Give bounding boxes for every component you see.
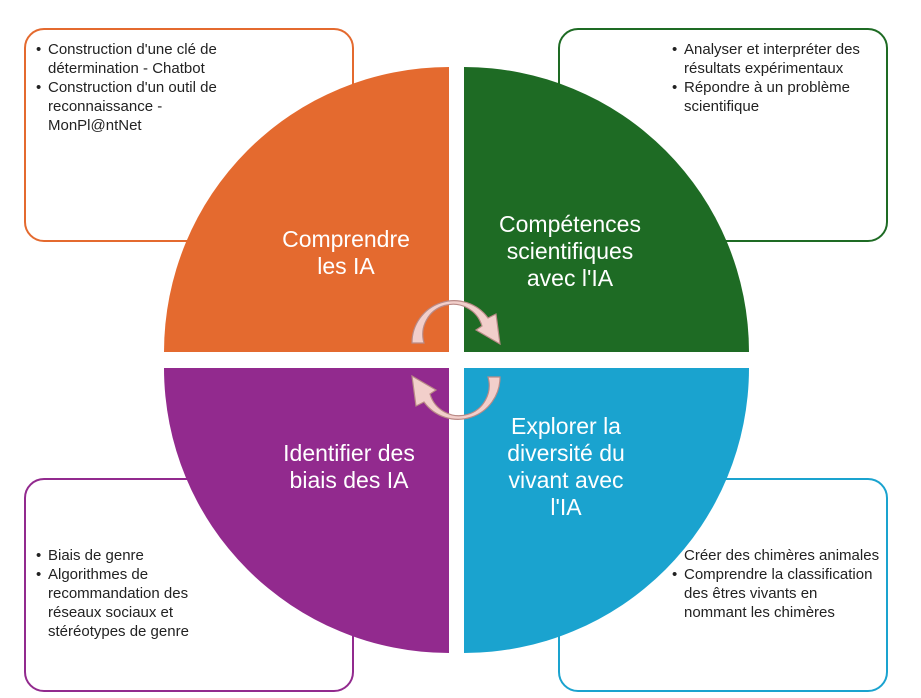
bottom-left-bullet-list: Biais de genre Algorithmes de recommanda… [36, 546, 236, 641]
quadrant-label-bottom-right: Explorer la diversité du vivant avec l'I… [507, 413, 625, 520]
bullet-item: Analyser et interpréter des résultats ex… [672, 40, 882, 78]
top-right-bullet-list: Analyser et interpréter des résultats ex… [672, 40, 882, 116]
bullet-item: Comprendre la classification des êtres v… [672, 565, 882, 622]
cycle-arrow-top-icon [411, 300, 501, 346]
bullet-item: Construction d'un outil de reconnaissanc… [36, 78, 236, 135]
bullet-item: Algorithmes de recommandation des réseau… [36, 565, 236, 641]
cycle-arrows [411, 300, 501, 420]
top-left-bullet-list: Construction d'une clé de détermination … [36, 40, 236, 135]
quadrant-top-left [164, 67, 449, 352]
cycle-arrow-bottom-icon [411, 374, 501, 420]
quadrant-label-top-right: Compétences scientifiques avec l'IA [499, 211, 641, 291]
quadrant-bottom-right [464, 368, 749, 653]
quadrant-top-right [464, 67, 749, 352]
quadrant-label-bottom-left: Identifier des biais des IA [283, 440, 415, 493]
bullet-item: Construction d'une clé de détermination … [36, 40, 236, 78]
quadrant-label-top-left: Comprendre les IA [282, 226, 410, 279]
bullet-item: Créer des chimères animales [684, 547, 880, 564]
bottom-right-bullet-list: Créer des chimères animales Comprendre l… [672, 546, 882, 622]
bullet-item: Répondre à un problème scientifique [672, 78, 882, 116]
bullet-item: Biais de genre [36, 546, 236, 565]
quadrant-bottom-left [164, 368, 449, 653]
